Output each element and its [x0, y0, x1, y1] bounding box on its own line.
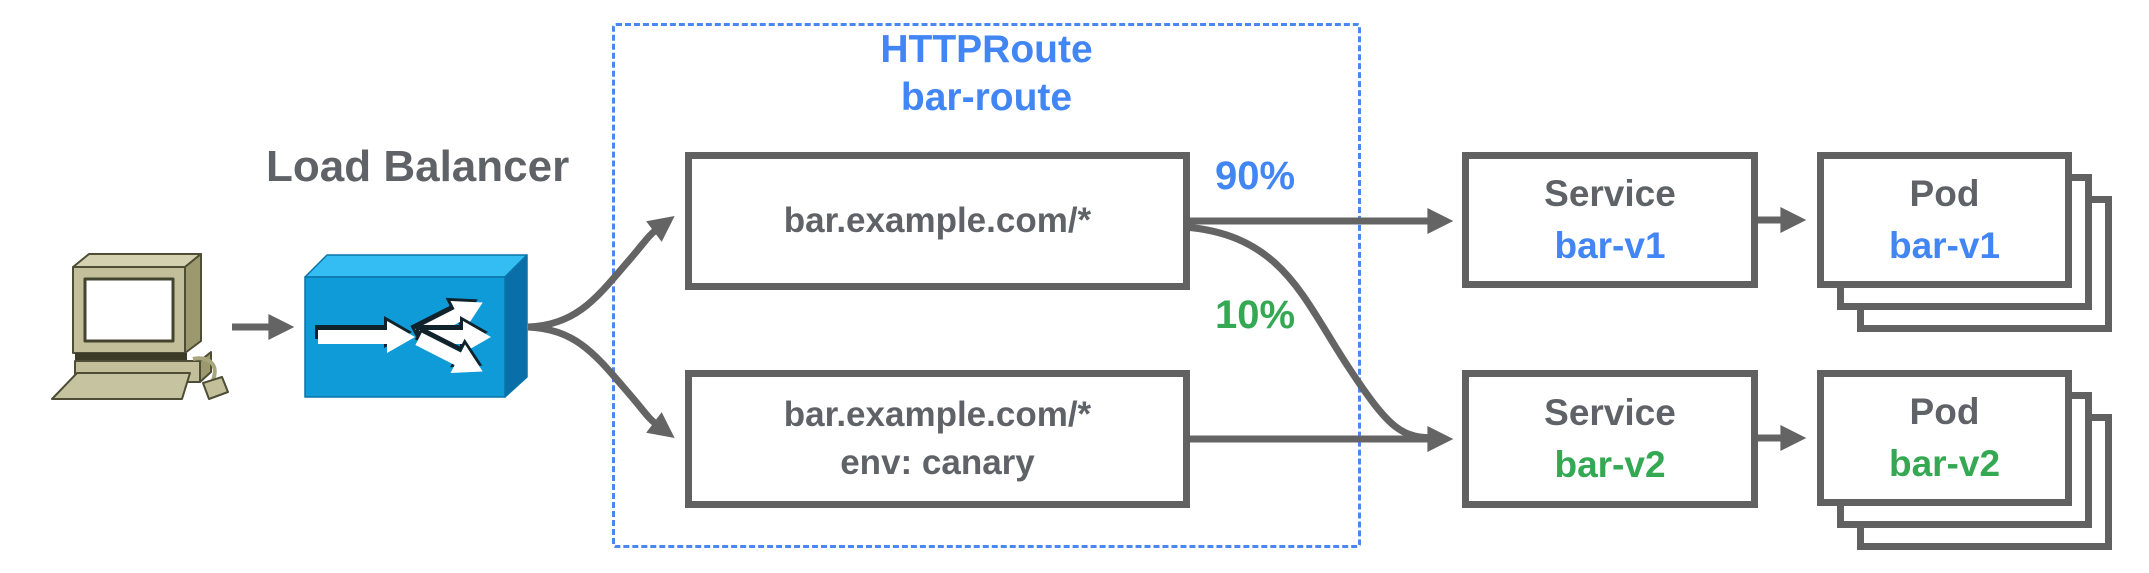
- match-canary-host: bar.example.com/*: [783, 395, 1092, 434]
- pod-v1-name: bar-v1: [1888, 225, 2001, 266]
- service-v1-name: bar-v1: [1554, 225, 1666, 266]
- service-box-bar-v2: Service bar-v2: [1462, 370, 1758, 508]
- service-v2-kind: Service: [1544, 392, 1676, 433]
- weight-90-label: 90%: [1214, 154, 1296, 198]
- pod-box-bar-v1: Pod bar-v1: [1817, 152, 2072, 288]
- match-box-canary: bar.example.com/* env: canary: [685, 370, 1190, 508]
- httproute-group-outline: [612, 23, 1361, 548]
- load-balancer-label: Load Balancer: [266, 142, 570, 191]
- httproute-kind-label: HTTPRoute: [880, 28, 1093, 71]
- arrow-lb-to-match-canary: [527, 323, 675, 438]
- curve-match-primary-to-service-v2: [1184, 223, 1439, 442]
- pod-stack-bar-v2: Pod bar-v2: [1817, 370, 2113, 550]
- httproute-title: HTTPRoute bar-route: [612, 26, 1361, 122]
- match-box-primary: bar.example.com/*: [685, 152, 1190, 290]
- match-primary-host: bar.example.com/*: [783, 201, 1092, 240]
- pod-v2-kind: Pod: [1909, 391, 1980, 432]
- pod-box-bar-v2: Pod bar-v2: [1817, 370, 2072, 506]
- pod-v2-name: bar-v2: [1888, 443, 2001, 484]
- pod-stack-bar-v1: Pod bar-v1: [1817, 152, 2113, 332]
- load-balancer-3d-box-icon: [304, 254, 528, 398]
- arrow-lb-to-match-primary: [527, 216, 675, 331]
- desktop-computer-icon: [51, 253, 229, 400]
- service-v2-name: bar-v2: [1554, 444, 1666, 485]
- service-box-bar-v1: Service bar-v1: [1462, 152, 1758, 288]
- match-canary-header: env: canary: [840, 443, 1035, 482]
- service-v1-kind: Service: [1544, 173, 1676, 214]
- httproute-name-label: bar-route: [900, 76, 1073, 119]
- weight-10-label: 10%: [1214, 293, 1296, 337]
- load-balancer-arrows-glyph: [315, 297, 491, 374]
- pod-v1-kind: Pod: [1909, 173, 1980, 214]
